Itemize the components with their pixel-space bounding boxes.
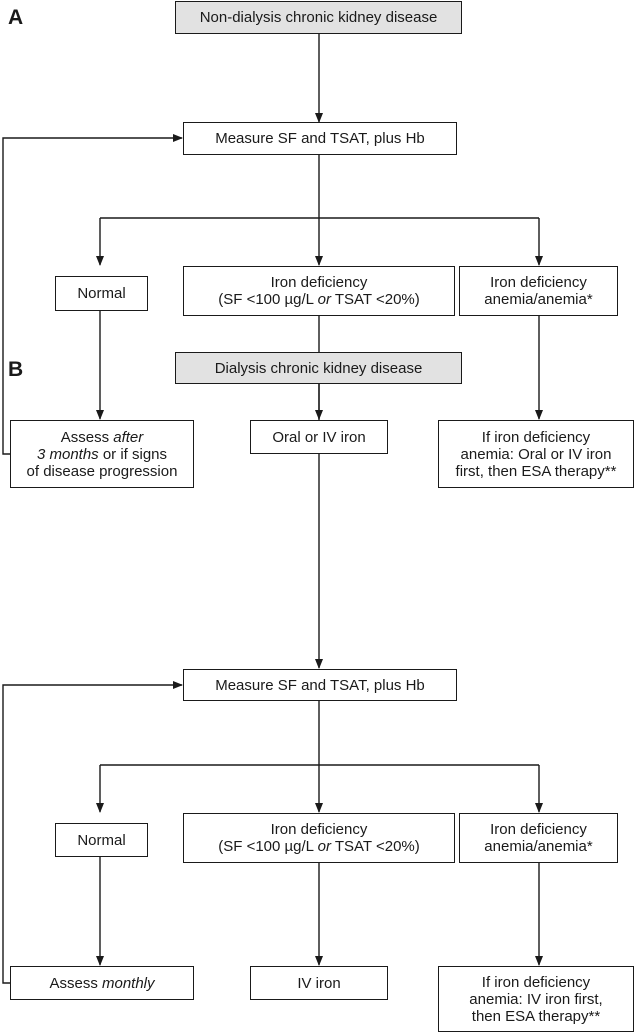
panel-b-therapy-box: If iron deficiency anemia: IV iron first… bbox=[438, 966, 634, 1032]
panel-a-assess-line1: Assess after bbox=[60, 428, 144, 446]
panel-b-iron-deficiency-line1: Iron deficiency bbox=[270, 821, 368, 838]
panel-a-assess-box: Assess after 3 months or if signs of dis… bbox=[10, 420, 194, 488]
panel-a-normal-text: Normal bbox=[77, 285, 126, 302]
panel-a-therapy-line2: anemia: Oral or IV iron bbox=[460, 445, 612, 463]
panel-a-iron-deficiency-box: Iron deficiency (SF <100 µg/L or TSAT <2… bbox=[183, 266, 455, 316]
panel-b-ida-line2: anemia/anemia* bbox=[484, 838, 593, 855]
panel-a-therapy-line3: first, then ESA therapy** bbox=[455, 462, 617, 480]
arrow-a-feedback-loop bbox=[2, 134, 183, 455]
panel-a-measure-text: Measure SF and TSAT, plus Hb bbox=[215, 130, 425, 147]
panel-a-ida-box: Iron deficiency anemia/anemia* bbox=[459, 266, 618, 316]
panel-a-therapy-box: If iron deficiency anemia: Oral or IV ir… bbox=[438, 420, 634, 488]
panel-b-ida-box: Iron deficiency anemia/anemia* bbox=[459, 813, 618, 863]
panel-a-normal-box: Normal bbox=[55, 276, 148, 311]
panel-b-letter: B bbox=[8, 358, 24, 381]
panel-b-ida-line1: Iron deficiency bbox=[490, 821, 587, 838]
panel-a-iron-deficiency-line2: (SF <100 µg/L or TSAT <20%) bbox=[218, 291, 420, 308]
panel-a-oral-iv-iron-box: Oral or IV iron bbox=[250, 420, 388, 454]
panel-b-measure-text: Measure SF and TSAT, plus Hb bbox=[215, 676, 425, 694]
panel-a-title-box: Non-dialysis chronic kidney disease bbox=[175, 1, 462, 34]
panel-b-iron-deficiency-box: Iron deficiency (SF <100 µg/L or TSAT <2… bbox=[183, 813, 455, 863]
panel-a-measure-box: Measure SF and TSAT, plus Hb bbox=[183, 122, 457, 155]
panel-a-letter: A bbox=[8, 6, 24, 29]
panel-b-iv-iron-box: IV iron bbox=[250, 966, 388, 1000]
panel-b-assess-box: Assess monthly bbox=[10, 966, 194, 1000]
panel-b-normal-box: Normal bbox=[55, 823, 148, 857]
panel-b-title-box: Dialysis chronic kidney disease bbox=[175, 352, 462, 384]
panel-b-iv-iron-text: IV iron bbox=[297, 974, 341, 992]
panel-a-title: Non-dialysis chronic kidney disease bbox=[199, 9, 438, 26]
panel-b-therapy-line2: anemia: IV iron first, bbox=[469, 990, 603, 1008]
panel-b-title: Dialysis chronic kidney disease bbox=[214, 359, 423, 377]
panel-a-ida-line1: Iron deficiency bbox=[490, 274, 587, 291]
panel-a-ida-line2: anemia/anemia* bbox=[484, 291, 593, 308]
arrow-b-feedback-loop bbox=[2, 681, 183, 984]
panel-b-normal-text: Normal bbox=[77, 831, 126, 849]
panel-b-assess-text: Assess monthly bbox=[49, 974, 155, 992]
panel-a-iron-deficiency-line1: Iron deficiency bbox=[270, 274, 368, 291]
panel-b-therapy-line3: then ESA therapy** bbox=[471, 1007, 601, 1025]
panel-a-assess-line3: of disease progression bbox=[26, 462, 178, 480]
panel-b-iron-deficiency-line2: (SF <100 µg/L or TSAT <20%) bbox=[218, 838, 420, 855]
panel-a-oral-iv-iron-text: Oral or IV iron bbox=[272, 428, 366, 446]
panel-a-therapy-line1: If iron deficiency bbox=[481, 428, 591, 446]
panel-a-assess-line2: 3 months or if signs bbox=[36, 445, 168, 463]
panel-b-measure-box: Measure SF and TSAT, plus Hb bbox=[183, 669, 457, 701]
panel-b-therapy-line1: If iron deficiency bbox=[481, 973, 591, 991]
